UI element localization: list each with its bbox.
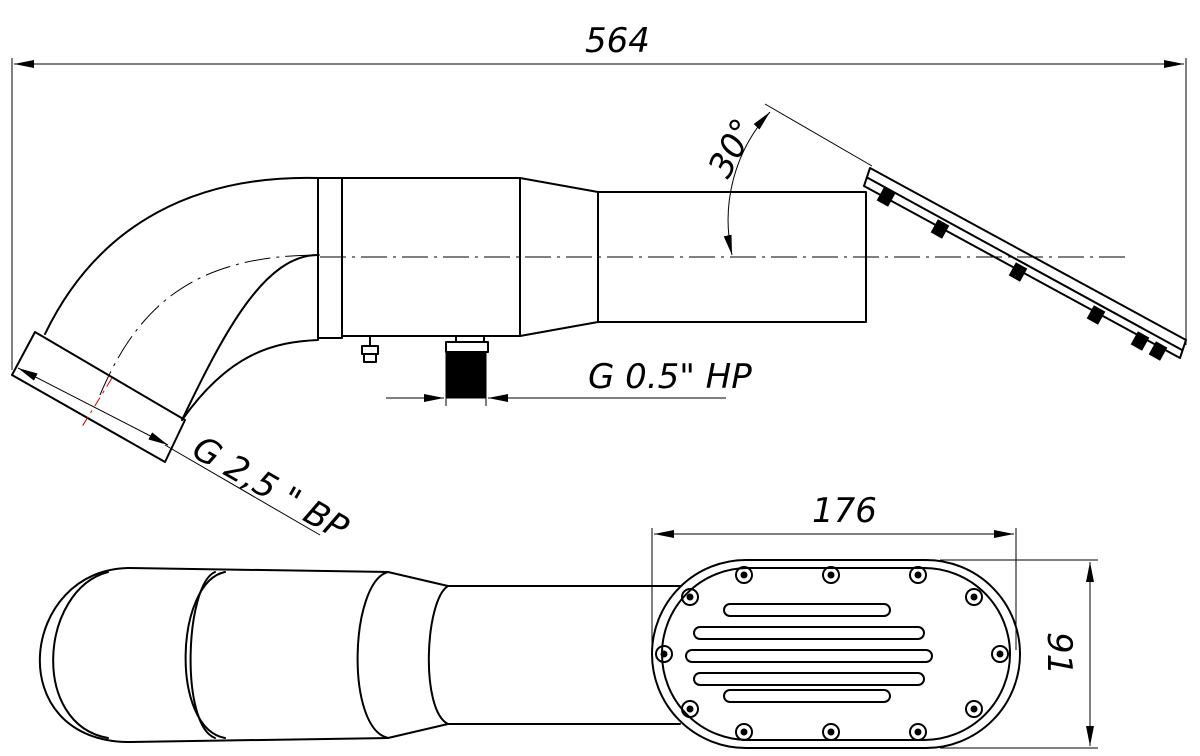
side-view: 564 G 2,5 " BP	[11, 21, 1187, 549]
angle-dimension: 30°	[701, 103, 873, 256]
plan-grille	[651, 559, 1021, 749]
overall-length-label: 564	[585, 21, 650, 61]
grille-screws	[655, 566, 1009, 741]
plan-pipe	[38, 567, 681, 743]
grille-slots	[685, 603, 933, 703]
grille-length-label: 176	[812, 491, 877, 531]
overall-length-dimension: 564	[11, 21, 1187, 370]
grille-plate	[863, 167, 1187, 361]
side-connection-label: G 0.5" HP	[588, 357, 752, 397]
plan-view: 176 91	[38, 491, 1098, 749]
inlet-connection-label: G 2,5 " BP	[186, 428, 356, 549]
pipe-body	[317, 177, 1130, 339]
elbow-pipe	[11, 176, 321, 463]
grille-width-dimension: 91	[940, 559, 1098, 749]
grille-width-label: 91	[1039, 632, 1079, 675]
inlet-dimension: G 2,5 " BP	[17, 367, 356, 549]
plate-bolts	[876, 187, 1168, 361]
drain-bolt	[361, 335, 379, 363]
grille-length-dimension: 176	[651, 491, 1017, 650]
angle-label: 30°	[701, 112, 765, 184]
side-fitting: G 0.5" HP	[386, 335, 752, 406]
